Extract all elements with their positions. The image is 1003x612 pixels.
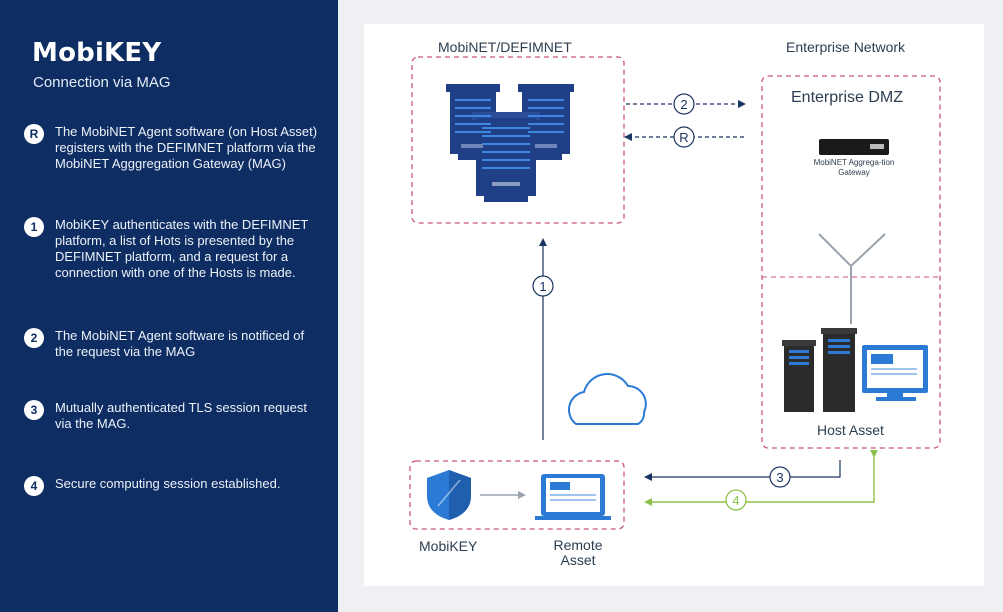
step-badge: 4 (24, 476, 44, 496)
arrow-4-line (644, 450, 878, 506)
arrow-3-line (644, 460, 841, 481)
step-badge: R (24, 124, 44, 144)
diagram-svg: 2 R 1 3 4 (409, 56, 941, 530)
arrow-1-badge (532, 275, 554, 297)
platform-label: MobiNET/DEFIMNET (438, 39, 572, 55)
arrow-2-badge (673, 93, 695, 115)
sidebar-title: MobiKEY (32, 38, 162, 68)
arrow-1-badge-text: 1 (539, 279, 546, 294)
step-text: Secure computing session established. (55, 476, 281, 491)
remote-asset-label: Remote Asset (553, 537, 603, 568)
mobikey-label: MobiKEY (419, 538, 478, 554)
host-asset-label: Host Asset (817, 422, 884, 438)
step-badge: 2 (24, 328, 44, 348)
host-computers-icon (782, 328, 928, 412)
platform-box (411, 56, 625, 224)
step-text: MobiKEY authenticates with the DEFIMNET … (55, 217, 309, 280)
step-badge: 1 (24, 217, 44, 237)
server-cluster-icon (446, 84, 574, 202)
arrow-r-badge (673, 126, 695, 148)
step-text: The MobiNET Agent software is notificed … (55, 328, 305, 359)
arrow-3-badge-text: 3 (776, 470, 783, 485)
enterprise-network-label: Enterprise Network (786, 39, 906, 55)
cloud-icon (568, 373, 647, 425)
diagram-canvas: 2 R 1 3 4 MobiNET/DEFIMNET Enterprise Ne… (364, 24, 984, 586)
sidebar-subtitle: Connection via MAG (33, 74, 171, 91)
laptop-icon (535, 474, 611, 520)
dmz-label: Enterprise DMZ (791, 89, 904, 106)
arrow-4-badge-text: 4 (732, 493, 739, 508)
arrow-2-badge-text: 2 (680, 97, 687, 112)
step-text: The MobiNET Agent software (on Host Asse… (55, 124, 318, 171)
antenna-icon (818, 233, 886, 324)
step-text: Mutually authenticated TLS session reque… (55, 400, 307, 431)
mag-label: MobiNET Aggrega-tion Gateway (813, 158, 895, 177)
remote-box (409, 460, 625, 530)
step-badge: 3 (24, 400, 44, 420)
shield-icon (427, 470, 471, 520)
sidebar: MobiKEY Connection via MAG R The MobiNET… (0, 0, 338, 612)
enterprise-box (761, 75, 941, 449)
arrow-r-badge-text: R (679, 130, 688, 145)
arrow-4-badge (725, 489, 747, 511)
mag-device-icon (819, 139, 889, 155)
